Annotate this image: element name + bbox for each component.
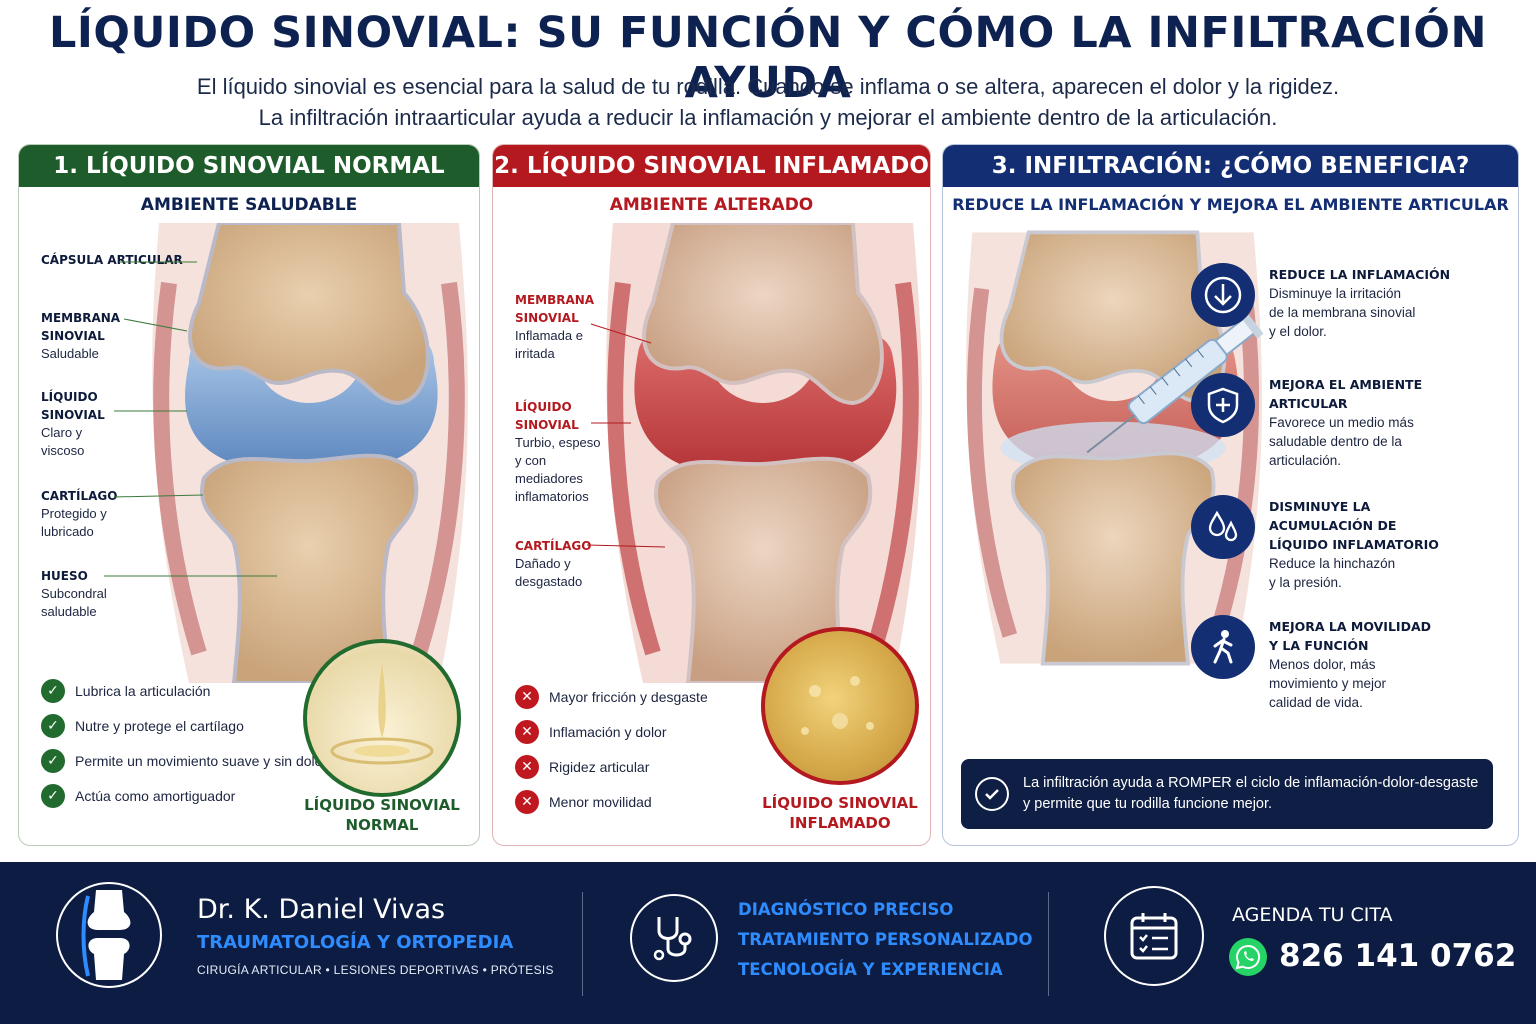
panel1-leader-lines <box>104 261 277 577</box>
feature-treatment: TRATAMIENTO PERSONALIZADO <box>738 930 1033 949</box>
panel-normal: 1. LÍQUIDO SINOVIAL NORMAL AMBIENTE SALU… <box>18 144 480 846</box>
x-icon: ✕ <box>515 684 539 709</box>
list-item: ✓Actúa como amortiguador <box>41 778 327 813</box>
feature-diagnosis: DIAGNÓSTICO PRECISO <box>738 900 954 919</box>
walking-person-icon <box>1191 615 1255 679</box>
check-icon: ✓ <box>41 783 65 808</box>
normal-fluid-closeup <box>303 639 461 797</box>
drops-icon <box>1191 495 1255 559</box>
arrow-down-icon <box>1191 263 1255 327</box>
x-icon: ✕ <box>515 719 539 744</box>
problems-list-inflamed: ✕Mayor fricción y desgaste ✕Inflamación … <box>515 679 708 819</box>
panel-infiltration-heading: 3. INFILTRACIÓN: ¿CÓMO BENEFICIA? <box>943 145 1518 187</box>
check-icon: ✓ <box>41 748 65 773</box>
inflamed-fluid-closeup <box>761 627 919 785</box>
list-item: ✕Rigidez articular <box>515 749 708 784</box>
panel2-leader-lines <box>586 323 666 548</box>
benefit-reduce-inflammation: REDUCE LA INFLAMACIÓN Disminuye la irrit… <box>1191 263 1509 341</box>
feature-technology: TECNOLOGÍA Y EXPERIENCIA <box>738 960 1003 979</box>
check-icon: ✓ <box>41 678 65 703</box>
page-subtitle-line1: El líquido sinovial es esencial para la … <box>196 74 1340 99</box>
benefit-reduce-fluid: DISMINUYE LA ACUMULACIÓN DE LÍQUIDO INFL… <box>1191 495 1509 592</box>
list-item: ✕Menor movilidad <box>515 784 708 819</box>
check-icon: ✓ <box>41 713 65 738</box>
list-item: ✕Inflamación y dolor <box>515 714 708 749</box>
panel-normal-subheading: AMBIENTE SALUDABLE <box>140 195 358 215</box>
checkmark-circle-icon <box>975 777 1009 811</box>
footer-divider <box>1048 892 1049 996</box>
syringe-icon <box>1086 309 1264 454</box>
footer-divider <box>582 892 583 996</box>
list-item: ✓Nutre y protege el cartílago <box>41 708 327 743</box>
whatsapp-icon[interactable] <box>1229 938 1267 976</box>
list-item: ✓Permite un movimiento suave y sin dolor <box>41 743 327 778</box>
inflamed-knee-illustration <box>606 223 922 683</box>
panel-inflamed-heading: 2. LÍQUIDO SINOVIAL INFLAMADO <box>493 145 930 187</box>
benefit-improve-environment: MEJORA EL AMBIENTE ARTICULAR Favorece un… <box>1191 373 1509 470</box>
calendar-icon <box>1104 886 1204 986</box>
panel-inflamed-subheading: AMBIENTE ALTERADO <box>609 195 814 215</box>
page-subtitle-line2: La infiltración intraarticular ayuda a r… <box>258 105 1278 130</box>
panel-normal-heading: 1. LÍQUIDO SINOVIAL NORMAL <box>19 145 479 187</box>
benefit-improve-mobility: MEJORA LA MOVILIDAD Y LA FUNCIÓN Menos d… <box>1191 615 1509 712</box>
knee-logo-icon <box>56 882 162 988</box>
phone-number[interactable]: 826 141 0762 <box>1279 938 1517 974</box>
doctor-name: Dr. K. Daniel Vivas <box>197 894 446 925</box>
benefits-checklist-normal: ✓Lubrica la articulación ✓Nutre y proteg… <box>41 673 327 813</box>
panel-inflamed: 2. LÍQUIDO SINOVIAL INFLAMADO AMBIENTE A… <box>492 144 931 846</box>
list-item: ✕Mayor fricción y desgaste <box>515 679 708 714</box>
page-title: LÍQUIDO SINOVIAL: SU FUNCIÓN Y CÓMO LA I… <box>49 8 1487 108</box>
cycle-callout: La infiltración ayuda a ROMPER el ciclo … <box>961 759 1493 829</box>
doctor-specialty: TRAUMATOLOGÍA Y ORTOPEDIA <box>197 932 514 953</box>
stethoscope-icon <box>630 894 718 982</box>
x-icon: ✕ <box>515 789 539 814</box>
healthy-knee-illustration <box>152 223 468 683</box>
panel-infiltration-subheading: REDUCE LA INFLAMACIÓN Y MEJORA EL AMBIEN… <box>952 195 1509 214</box>
shield-plus-icon <box>1191 373 1255 437</box>
label-capsule: CÁPSULA ARTICULAR <box>41 253 183 267</box>
x-icon: ✕ <box>515 754 539 779</box>
appointment-cta: AGENDA TU CITA <box>1232 904 1393 926</box>
footer: Dr. K. Daniel Vivas TRAUMATOLOGÍA Y ORTO… <box>0 862 1536 1024</box>
infiltrated-knee-illustration <box>966 230 1263 666</box>
panel-infiltration: 3. INFILTRACIÓN: ¿CÓMO BENEFICIA? REDUCE… <box>942 144 1519 846</box>
list-item: ✓Lubrica la articulación <box>41 673 327 708</box>
doctor-services: CIRUGÍA ARTICULAR • LESIONES DEPORTIVAS … <box>197 963 554 977</box>
